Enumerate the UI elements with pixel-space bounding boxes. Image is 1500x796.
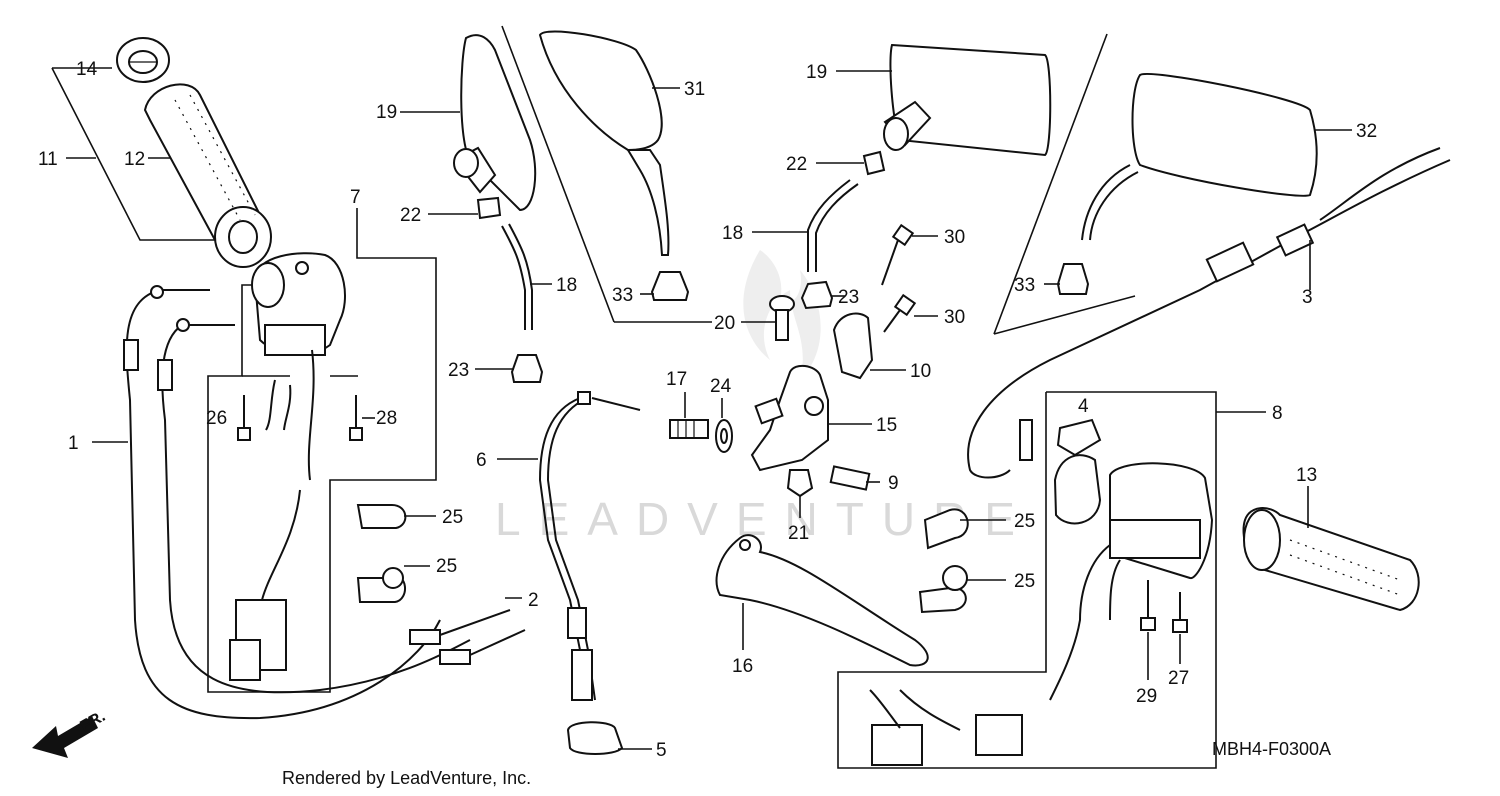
throttle-cables — [123, 285, 526, 720]
screw-26 — [237, 395, 251, 441]
choke-lever-4 — [1056, 418, 1102, 457]
screw-17 — [669, 419, 709, 439]
switch-box-8 — [837, 391, 1266, 769]
diagram-code: MBH4-F0300A — [1212, 739, 1331, 759]
clutch-cable — [538, 391, 641, 701]
nut-23-left — [510, 354, 544, 383]
throttle-grip — [143, 83, 272, 268]
left-grip-13 — [1242, 507, 1420, 612]
rendered-by-footer: Rendered by LeadVenture, Inc. — [282, 768, 531, 788]
cable-clip-25a — [356, 504, 407, 529]
label-18-left: 18 — [556, 275, 577, 296]
label-14: 14 — [76, 59, 98, 80]
label-20: 20 — [714, 313, 735, 334]
washer-24 — [715, 419, 733, 453]
label-30-a: 30 — [944, 227, 965, 248]
bolt-30b — [883, 293, 917, 333]
switch-box-7 — [207, 208, 437, 693]
nut-22-left — [476, 196, 502, 220]
label-22-right: 22 — [786, 154, 807, 175]
label-23-left: 23 — [448, 360, 469, 381]
label-19-left: 19 — [376, 102, 397, 123]
label-21: 21 — [788, 523, 809, 544]
label-23-right: 23 — [838, 287, 859, 308]
nut-23-right — [800, 280, 834, 310]
right-switch-housing — [229, 252, 346, 681]
label-17: 17 — [666, 369, 687, 390]
label-12: 12 — [124, 149, 145, 170]
switch-9 — [829, 465, 871, 491]
label-33-left: 33 — [612, 285, 633, 306]
label-1: 1 — [68, 433, 79, 454]
divider-31 — [501, 25, 615, 323]
label-24: 24 — [710, 376, 732, 397]
divider-32 — [993, 33, 1108, 335]
label-10: 10 — [910, 361, 931, 382]
clutch-lever-16 — [715, 534, 929, 667]
label-15: 15 — [876, 415, 897, 436]
screw-27 — [1172, 592, 1188, 633]
stay-18-right — [807, 179, 859, 272]
nut-21 — [786, 469, 814, 498]
label-18-right: 18 — [722, 223, 743, 244]
left-switch-housing — [869, 454, 1214, 766]
rubber-boot-5 — [566, 721, 624, 755]
label-22-left: 22 — [400, 205, 421, 226]
label-25-b: 25 — [436, 556, 457, 577]
label-30-b: 30 — [944, 307, 965, 328]
bolt-30a — [881, 223, 915, 286]
front-direction-arrow-icon — [32, 716, 98, 758]
label-13: 13 — [1296, 465, 1317, 486]
screw-29 — [1140, 580, 1156, 631]
label-25-a: 25 — [442, 507, 463, 528]
lever-bracket-15 — [750, 364, 829, 472]
label-2: 2 — [528, 590, 539, 611]
label-3: 3 — [1302, 287, 1313, 308]
label-26: 26 — [206, 408, 227, 429]
mirror-cap-33-right — [1056, 263, 1090, 295]
stay-18-left — [501, 223, 533, 330]
label-9: 9 — [888, 473, 899, 494]
leader-14-11 — [51, 67, 220, 241]
screw-28 — [349, 395, 363, 441]
mirror-cap-33-left — [650, 271, 690, 301]
label-19-right: 19 — [806, 62, 827, 83]
mirror-32 — [1081, 73, 1318, 241]
nut-22-right — [862, 150, 886, 176]
watermark-flame-icon — [743, 250, 821, 380]
divider-32-base — [993, 295, 1136, 335]
cable-clip-25d — [918, 565, 968, 614]
bolt-20 — [769, 295, 795, 341]
label-11: 11 — [38, 149, 58, 170]
label-31: 31 — [684, 79, 705, 100]
cable-clip-25c — [923, 508, 969, 550]
holder-10 — [832, 312, 874, 380]
grip-end-weight — [116, 37, 170, 83]
label-7: 7 — [350, 187, 361, 208]
label-8: 8 — [1272, 403, 1283, 424]
label-27: 27 — [1168, 668, 1189, 689]
label-4: 4 — [1078, 396, 1089, 417]
mirror-19-right — [883, 43, 1052, 157]
label-25-c: 25 — [1014, 511, 1035, 532]
mirror-19-left — [453, 34, 537, 212]
label-28: 28 — [376, 408, 397, 429]
label-25-d: 25 — [1014, 571, 1035, 592]
label-16: 16 — [732, 656, 753, 677]
choke-cable-3 — [967, 147, 1451, 479]
mirror-31 — [538, 30, 670, 256]
label-6: 6 — [476, 450, 487, 471]
label-33-right: 33 — [1014, 275, 1035, 296]
label-5: 5 — [656, 740, 667, 761]
label-32: 32 — [1356, 121, 1377, 142]
label-29: 29 — [1136, 686, 1157, 707]
cable-clip-25b — [356, 567, 407, 603]
